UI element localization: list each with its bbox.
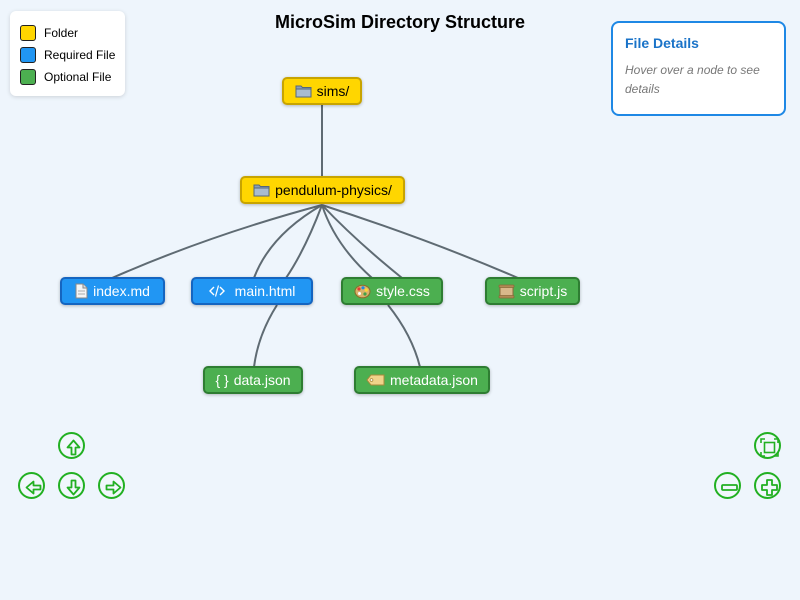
zoom-in-button[interactable] (754, 472, 781, 499)
legend-item-folder: Folder (20, 25, 78, 41)
folder-icon (295, 84, 312, 98)
code-icon (208, 284, 225, 298)
fit-view-button[interactable] (754, 432, 781, 459)
scroll-icon (498, 284, 515, 299)
node-label: style.css (376, 283, 430, 299)
node-pendulum-physics-folder[interactable]: pendulum-physics/ (240, 176, 405, 204)
node-sims-folder[interactable]: sims/ (282, 77, 362, 105)
node-index-md[interactable]: index.md (60, 277, 165, 305)
node-metadata-json[interactable]: metadata.json (354, 366, 490, 394)
edge-pendulum-style (321, 204, 373, 279)
arrow-down-icon (66, 479, 81, 496)
diagram-title: MicroSim Directory Structure (274, 12, 526, 32)
plus-icon (761, 479, 778, 496)
node-label: metadata.json (390, 372, 478, 388)
legend-item-required-file: Required File (20, 47, 115, 63)
arrow-right-icon (105, 480, 122, 495)
node-label: pendulum-physics/ (275, 182, 392, 198)
edge-pendulum-main (253, 204, 323, 279)
node-style-css[interactable]: style.css (341, 277, 443, 305)
node-label: main.html (234, 283, 296, 299)
braces-icon: { } (215, 372, 229, 388)
tag-icon (366, 374, 385, 386)
legend-label: Optional File (44, 70, 112, 84)
palette-icon (354, 284, 371, 299)
node-label: sims/ (316, 83, 350, 99)
arrow-up-icon (66, 439, 81, 456)
legend-label: Folder (44, 26, 79, 40)
document-icon (75, 283, 88, 299)
node-data-json[interactable]: { } data.json (203, 366, 303, 394)
legend: Folder Required File Optional File (10, 11, 125, 96)
legend-item-optional-file: Optional File (20, 69, 111, 85)
edge-pendulum-style (321, 204, 403, 279)
legend-swatch-folder (20, 25, 36, 41)
node-script-js[interactable]: script.js (485, 277, 580, 305)
edge-pendulum-index (111, 204, 323, 279)
node-label: index.md (93, 283, 150, 299)
zoom-out-button[interactable] (714, 472, 741, 499)
file-details-hint: Hover over a node to see details (625, 63, 760, 96)
node-label: data.json (233, 372, 291, 388)
edge-pendulum-script (321, 204, 519, 279)
fit-view-icon (760, 438, 779, 457)
edge-pendulum-main (285, 204, 323, 279)
node-label: script.js (519, 283, 568, 299)
node-main-html[interactable]: main.html (191, 277, 313, 305)
edge-style-metadata (387, 304, 421, 368)
pan-up-button[interactable] (58, 432, 85, 459)
arrow-left-icon (25, 480, 42, 495)
legend-swatch-optional (20, 69, 36, 85)
pan-right-button[interactable] (98, 472, 125, 499)
pan-left-button[interactable] (18, 472, 45, 499)
edge-main-data (253, 304, 278, 368)
pan-down-button[interactable] (58, 472, 85, 499)
folder-icon (253, 183, 270, 197)
legend-label: Required File (44, 48, 116, 62)
legend-swatch-required (20, 47, 36, 63)
minus-icon (721, 484, 738, 491)
file-details-panel: File Details Hover over a node to see de… (611, 21, 786, 116)
file-details-title: File Details (625, 35, 699, 51)
